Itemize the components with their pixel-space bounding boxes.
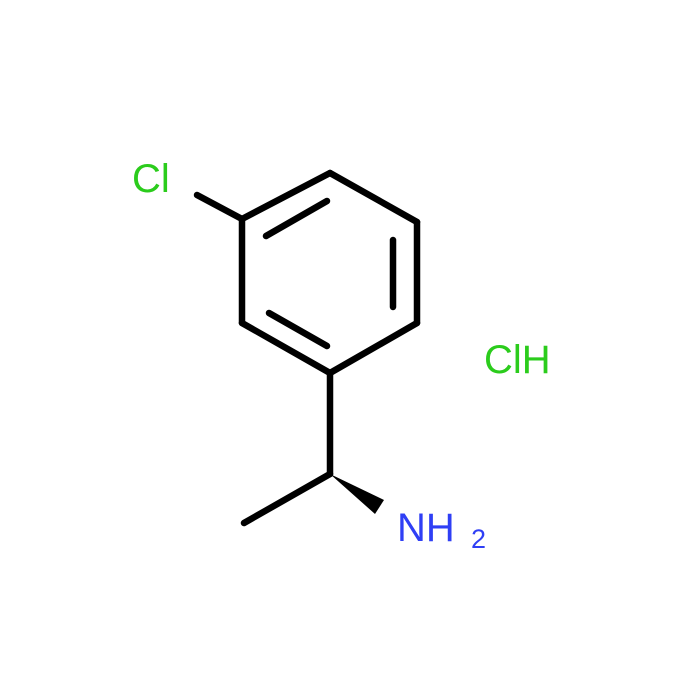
chlorine-atom-label: Cl xyxy=(132,157,170,201)
ring-bond-4 xyxy=(326,319,421,377)
ring-bond-5 xyxy=(238,319,334,377)
ring-bond-2 xyxy=(326,169,421,226)
methyl-bond xyxy=(240,470,334,527)
salt-label: ClH xyxy=(484,338,551,382)
ring-inner-bond-3 xyxy=(265,309,331,350)
amine-atom-label: NH xyxy=(397,506,455,550)
bond-lines xyxy=(193,169,421,527)
amine-subscript: 2 xyxy=(471,524,486,554)
chloro-bond xyxy=(193,191,246,223)
ring-inner-bond-1 xyxy=(262,197,331,240)
stereo-wedge-bond xyxy=(330,474,384,514)
ring-bond-1 xyxy=(238,169,334,223)
